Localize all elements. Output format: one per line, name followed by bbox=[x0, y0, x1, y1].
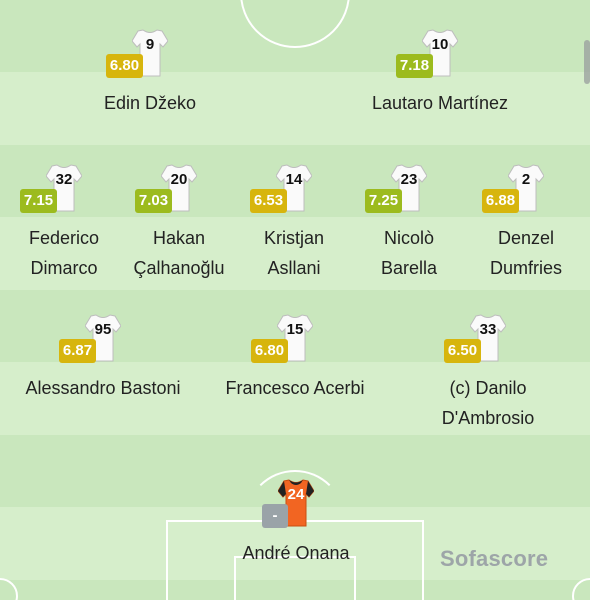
rating-badge: - bbox=[262, 504, 288, 528]
shirt-number: 23 bbox=[400, 171, 418, 188]
rating-badge: 7.25 bbox=[365, 189, 402, 213]
scrollbar[interactable] bbox=[584, 40, 590, 84]
rating-badge: 6.87 bbox=[59, 339, 96, 363]
shirt-icon: 15 bbox=[277, 313, 313, 363]
shirt-number: 2 bbox=[521, 171, 531, 188]
player-name: André Onana bbox=[242, 543, 350, 563]
rating-badge: 7.15 bbox=[20, 189, 57, 213]
player-onana[interactable]: 24 - André Onana bbox=[206, 478, 386, 568]
shirt-number: 95 bbox=[94, 321, 112, 338]
player-martinez[interactable]: 10 7.18 Lautaro Martínez bbox=[350, 28, 530, 118]
player-bastoni[interactable]: 95 6.87 Alessandro Bastoni bbox=[13, 313, 193, 403]
player-name: Edin Džeko bbox=[103, 93, 197, 113]
rating-badge: 7.18 bbox=[396, 54, 433, 78]
player-name: Lautaro Martínez bbox=[371, 93, 509, 113]
rating-badge: 6.50 bbox=[444, 339, 481, 363]
shirt-number: 33 bbox=[479, 321, 497, 338]
player-name: Alessandro Bastoni bbox=[25, 378, 181, 398]
corner-arc-right bbox=[572, 578, 590, 600]
shirt-number: 9 bbox=[145, 36, 155, 53]
rating-badge: 7.03 bbox=[135, 189, 172, 213]
penalty-arc bbox=[245, 470, 345, 570]
shirt-number: 32 bbox=[55, 171, 73, 188]
rating-badge: 6.88 bbox=[482, 189, 519, 213]
player-dzeko[interactable]: 9 6.80 Edin Džeko bbox=[60, 28, 240, 118]
shirt-number: 15 bbox=[286, 321, 304, 338]
shirt-number: 14 bbox=[285, 171, 303, 188]
rating-badge: 6.80 bbox=[251, 339, 288, 363]
player-acerbi[interactable]: 15 6.80 Francesco Acerbi bbox=[205, 313, 385, 403]
center-circle bbox=[240, 0, 350, 48]
rating-badge: 6.53 bbox=[250, 189, 287, 213]
shirt-number: 20 bbox=[170, 171, 188, 188]
player-name: Francesco Acerbi bbox=[225, 378, 365, 398]
sofascore-watermark: Sofascore bbox=[440, 546, 549, 571]
rating-badge: 6.80 bbox=[106, 54, 143, 78]
corner-arc-left bbox=[0, 578, 18, 600]
shirt-number: 24 bbox=[287, 486, 305, 503]
shirt-number: 10 bbox=[431, 36, 449, 53]
